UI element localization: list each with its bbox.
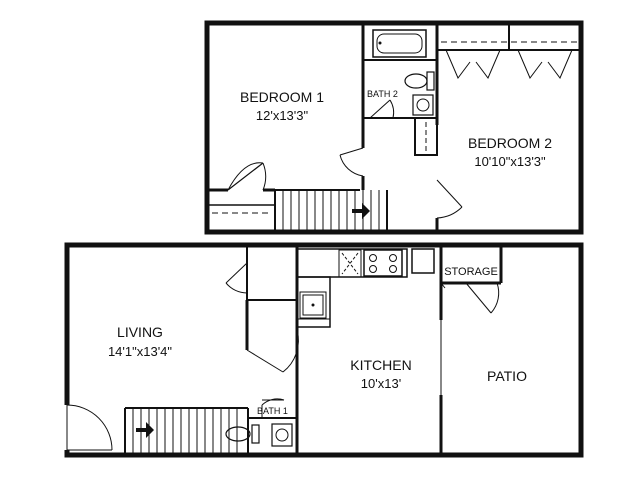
- bedroom1-size: 12'x13'3": [256, 108, 309, 123]
- kitchen-counters: [296, 248, 435, 328]
- living-label: LIVING: [117, 324, 163, 340]
- bedroom2-label: BEDROOM 2: [468, 135, 552, 151]
- bath2: BATH 2: [363, 23, 439, 156]
- upper-floor: BATH 2 BEDROOM 1 12'x13'3" BEDROOM 2 10'…: [204, 20, 584, 235]
- toilet-icon: [404, 71, 435, 91]
- bedroom1-label: BEDROOM 1: [240, 89, 324, 105]
- bathtub-icon: [372, 29, 427, 58]
- bedroom2-door: [435, 179, 463, 232]
- stairs-arrow-icon: [136, 422, 154, 438]
- dishwasher-icon: [338, 249, 362, 278]
- bath2-label: BATH 2: [367, 89, 398, 99]
- bedroom2-size: 10'10"x13'3": [474, 154, 546, 169]
- stairs-arrow-icon: [352, 203, 370, 219]
- bath1: BATH 1: [225, 398, 297, 455]
- upper-outer-wall: [204, 20, 584, 235]
- lower-floor: BATH 1: [62, 242, 584, 458]
- kitchen-size: 10'x13': [361, 376, 401, 391]
- bath1-label: BATH 1: [257, 406, 288, 416]
- stove-icon: [363, 249, 403, 277]
- living-size: 14'1"x13'4": [108, 344, 172, 359]
- bedroom2-closet: [437, 23, 581, 79]
- kitchen-sink-icon: [299, 291, 327, 319]
- entry-door: [62, 404, 113, 451]
- hall-door: [339, 147, 365, 190]
- lower-outer-wall: [64, 242, 584, 458]
- patio-label: PATIO: [487, 368, 527, 384]
- sink-icon: [412, 94, 434, 116]
- bedroom1-door: [227, 162, 267, 191]
- refrigerator-icon: [411, 248, 435, 274]
- upper-stairs: [274, 189, 388, 232]
- kitchen-label: KITCHEN: [350, 357, 411, 373]
- sink-icon: [271, 423, 293, 447]
- toilet-icon: [225, 424, 260, 444]
- lower-stairs: [124, 407, 248, 455]
- storage: STORAGE: [440, 245, 503, 314]
- storage-label: STORAGE: [444, 266, 498, 278]
